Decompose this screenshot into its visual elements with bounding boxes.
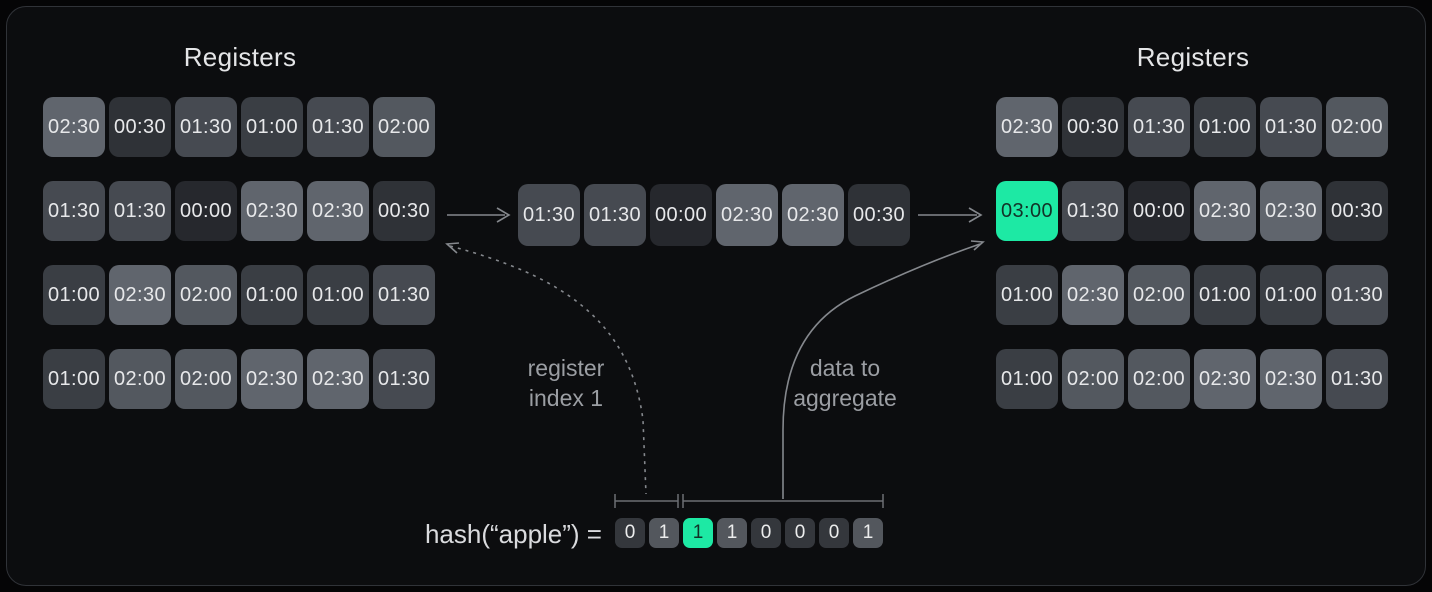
register-cell: 01:30 — [175, 97, 237, 157]
register-cell: 02:00 — [175, 349, 237, 409]
register-cell: 01:00 — [43, 265, 105, 325]
register-cell: 02:30 — [1260, 349, 1322, 409]
register-cell: 02:30 — [43, 97, 105, 157]
register-cell: 00:00 — [1128, 181, 1190, 241]
register-cell: 01:00 — [1260, 265, 1322, 325]
register-cell: 01:30 — [1326, 265, 1388, 325]
register-cell: 02:30 — [1260, 181, 1322, 241]
hash-bit: 1 — [649, 518, 679, 548]
hash-bit: 1 — [717, 518, 747, 548]
hash-bit: 0 — [751, 518, 781, 548]
data-to-aggregate-label-line2: aggregate — [793, 385, 897, 411]
register-cell: 01:30 — [1326, 349, 1388, 409]
register-cell: 01:30 — [373, 349, 435, 409]
register-cell: 02:30 — [109, 265, 171, 325]
register-cell: 02:30 — [1194, 181, 1256, 241]
register-cell: 02:30 — [307, 349, 369, 409]
register-cell: 02:30 — [716, 184, 778, 246]
hash-bit-highlighted: 1 — [683, 518, 713, 548]
hash-bit: 0 — [785, 518, 815, 548]
register-cell: 02:00 — [373, 97, 435, 157]
register-cell: 01:30 — [43, 181, 105, 241]
register-cell: 02:30 — [241, 349, 303, 409]
register-cell-highlighted: 03:00 — [996, 181, 1058, 241]
register-cell: 02:00 — [175, 265, 237, 325]
register-index-label-line2: index 1 — [528, 385, 604, 411]
register-cell: 02:00 — [1128, 349, 1190, 409]
data-to-aggregate-label: data to aggregate — [735, 353, 955, 413]
register-cell: 01:00 — [43, 349, 105, 409]
register-cell: 00:30 — [848, 184, 910, 246]
register-cell: 02:30 — [782, 184, 844, 246]
hash-expression: hash(“apple”) = — [424, 519, 602, 549]
register-cell: 02:30 — [996, 97, 1058, 157]
register-cell: 01:30 — [373, 265, 435, 325]
data-to-aggregate-label-line1: data to — [809, 355, 881, 381]
register-cell: 01:30 — [1062, 181, 1124, 241]
register-cell: 00:30 — [109, 97, 171, 157]
hash-bit: 1 — [853, 518, 883, 548]
register-cell: 02:30 — [1062, 265, 1124, 325]
register-cell: 00:00 — [650, 184, 712, 246]
register-cell: 00:00 — [175, 181, 237, 241]
register-cell: 01:00 — [1194, 265, 1256, 325]
register-cell: 00:30 — [373, 181, 435, 241]
left-registers-title: Registers — [183, 42, 297, 72]
register-cell: 00:30 — [1326, 181, 1388, 241]
register-cell: 02:00 — [1326, 97, 1388, 157]
register-cell: 02:00 — [109, 349, 171, 409]
register-cell: 01:00 — [307, 265, 369, 325]
register-cell: 00:30 — [1062, 97, 1124, 157]
register-cell: 01:30 — [1260, 97, 1322, 157]
register-cell: 01:30 — [518, 184, 580, 246]
hash-bit: 0 — [615, 518, 645, 548]
register-cell: 01:30 — [109, 181, 171, 241]
register-cell: 02:30 — [307, 181, 369, 241]
register-index-label: register index 1 — [456, 353, 676, 413]
register-cell: 01:30 — [307, 97, 369, 157]
register-index-label-line1: register — [527, 355, 605, 381]
register-cell: 01:00 — [241, 97, 303, 157]
register-cell: 02:00 — [1128, 265, 1190, 325]
register-cell: 01:30 — [584, 184, 646, 246]
register-cell: 02:30 — [1194, 349, 1256, 409]
register-cell: 02:00 — [1062, 349, 1124, 409]
register-cell: 01:00 — [1194, 97, 1256, 157]
register-cell: 02:30 — [241, 181, 303, 241]
register-cell: 01:00 — [996, 349, 1058, 409]
register-cell: 01:00 — [996, 265, 1058, 325]
register-cell: 01:00 — [241, 265, 303, 325]
hash-bit: 0 — [819, 518, 849, 548]
register-cell: 01:30 — [1128, 97, 1190, 157]
right-registers-title: Registers — [1136, 42, 1250, 72]
